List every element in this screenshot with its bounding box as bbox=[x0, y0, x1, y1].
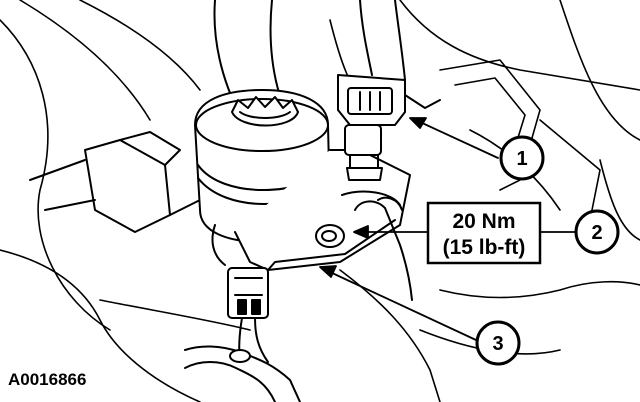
figure-id: A0016866 bbox=[8, 370, 87, 389]
leader-3-arrowhead bbox=[319, 265, 337, 278]
callout-1-label: 1 bbox=[516, 148, 527, 170]
leader-1 bbox=[419, 121, 499, 159]
torque-metric: 20 Nm bbox=[452, 210, 515, 233]
callout-1: 1 bbox=[499, 135, 545, 181]
torque-bolt bbox=[315, 224, 345, 248]
electrical-connector bbox=[184, 267, 301, 402]
torque-spec-box: 20 Nm (15 lb-ft) bbox=[426, 201, 542, 265]
left-bracket bbox=[29, 131, 201, 233]
leader-3 bbox=[329, 271, 477, 341]
upper-hose bbox=[213, 0, 406, 116]
leader-2-arrowhead bbox=[353, 225, 369, 239]
pressure-switch bbox=[337, 74, 441, 181]
callout-2: 2 bbox=[574, 209, 620, 255]
lower-hose bbox=[354, 196, 413, 301]
torque-imperial: (15 lb-ft) bbox=[443, 236, 526, 259]
callout-2-label: 2 bbox=[591, 222, 602, 244]
callout-3-label: 3 bbox=[492, 333, 503, 355]
callout-3: 3 bbox=[475, 320, 521, 366]
leader-lines bbox=[319, 117, 576, 341]
leader-1-arrowhead bbox=[409, 117, 427, 129]
